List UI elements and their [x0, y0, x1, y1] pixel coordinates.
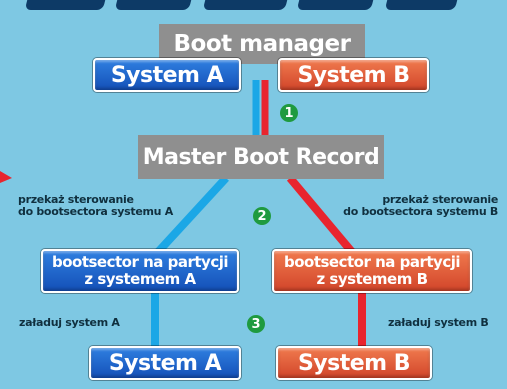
step-3-badge: 3	[247, 315, 265, 333]
system-a-bottom-label: System A	[108, 350, 222, 376]
boot-manager-box: Boot manager	[159, 24, 365, 64]
load-system-b-text: załaduj system B	[388, 316, 489, 329]
step-2-badge: 2	[253, 207, 271, 225]
left-arrow-tip	[0, 171, 12, 183]
system-b-top-label: System B	[297, 62, 410, 88]
system-b-bottom-label: System B	[297, 350, 411, 376]
mbr-label: Master Boot Record	[142, 144, 380, 170]
pass-control-b-label: przekaż sterowanie do bootsectora system…	[328, 194, 498, 218]
pass-control-b-line2: do bootsectora systemu B	[343, 205, 498, 218]
load-system-a-label: załaduj system A	[19, 317, 120, 329]
pass-control-a-line1: przekaż sterowanie	[18, 193, 134, 206]
bootsector-b-button[interactable]: bootsector na partycji z systemem B	[272, 249, 472, 293]
system-a-bottom-button[interactable]: System A	[89, 346, 241, 380]
load-system-b-label: załaduj system B	[388, 317, 489, 329]
pass-control-a-label: przekaż sterowanie do bootsectora system…	[18, 194, 173, 218]
system-a-top-button[interactable]: System A	[93, 58, 241, 92]
pass-control-a-line2: do bootsectora systemu A	[18, 205, 173, 218]
bootsector-a-button[interactable]: bootsector na partycji z systemem A	[41, 249, 239, 293]
boot-manager-label: Boot manager	[173, 31, 351, 57]
master-boot-record-box: Master Boot Record	[138, 135, 384, 179]
load-system-a-text: załaduj system A	[19, 316, 120, 329]
bootsector-b-line1: bootsector na partycji	[283, 253, 461, 271]
system-b-bottom-button[interactable]: System B	[276, 346, 432, 380]
step-1-number: 1	[284, 105, 294, 121]
step-3-number: 3	[251, 316, 261, 332]
step-2-number: 2	[257, 208, 267, 224]
step-1-badge: 1	[280, 104, 298, 122]
bootsector-b-line2: z systemem B	[316, 270, 428, 288]
bootsector-a-line1: bootsector na partycji	[51, 253, 229, 271]
pass-control-b-line1: przekaż sterowanie	[382, 193, 498, 206]
line-a-mbr-to-bootsector	[155, 175, 229, 255]
bootsector-a-line2: z systemem A	[84, 270, 196, 288]
line-b-mbr-to-bootsector	[286, 175, 356, 255]
system-b-top-button[interactable]: System B	[278, 58, 429, 92]
system-a-top-label: System A	[110, 62, 224, 88]
